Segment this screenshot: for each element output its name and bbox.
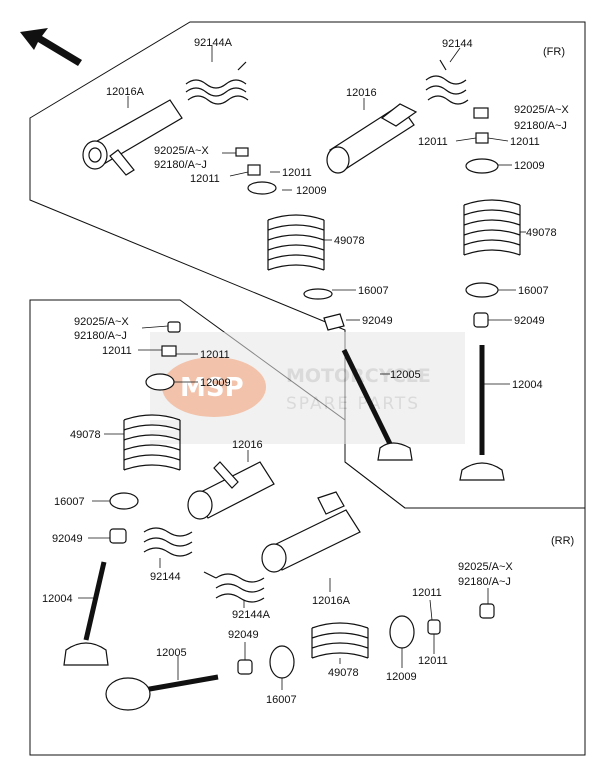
- label-fr-12009-right: 12009: [514, 160, 545, 172]
- leader-lines: [78, 45, 526, 690]
- rear-keeper-left: [161, 345, 177, 357]
- label-fr-92049-right: 92049: [514, 315, 545, 327]
- label-fr-12005: 12005: [390, 369, 421, 381]
- label-fr-92144: 92144: [442, 38, 473, 50]
- rear-seal-16007-left: [109, 492, 139, 510]
- watermark: MSP MOTORCYCLE SPARE PARTS: [150, 332, 465, 444]
- front-rocker-arm-12016: [326, 103, 418, 174]
- label-fr-92049-left: 92049: [362, 315, 393, 327]
- label-rr-12011-c: 12011: [412, 587, 442, 599]
- rear-shim-right: [479, 603, 495, 619]
- label-fr-12011-right-a: 12011: [418, 136, 448, 148]
- rear-retainer-12009-right: [389, 615, 415, 649]
- label-rr-16007-b: 16007: [266, 694, 297, 706]
- rear-rocker-arm-12016A: [261, 491, 361, 573]
- label-rr-92025-b: 92025/A~X: [458, 561, 513, 573]
- front-seal-92049-left: [323, 313, 345, 331]
- label-rr-12011-d: 12011: [418, 655, 448, 667]
- label-rr-12009-b: 12009: [386, 671, 417, 683]
- rear-spring-92144: [143, 527, 193, 557]
- front-rocker-arm-12016A: [82, 99, 183, 176]
- label-fr-12004: 12004: [512, 379, 543, 391]
- label-rr-12009: 12009: [200, 377, 231, 389]
- front-direction-arrow-icon: [20, 28, 82, 66]
- label-rr-12004: 12004: [42, 593, 73, 605]
- label-fr-92025-right: 92025/A~X: [514, 104, 569, 116]
- front-keeper-left: [247, 164, 261, 176]
- rear-valve-12005: [105, 674, 219, 711]
- label-rr-92180-b: 92180/A~J: [458, 576, 511, 588]
- front-keeper-right: [475, 132, 489, 144]
- label-rr-16007: 16007: [54, 496, 85, 508]
- front-seal-16007-left: [303, 288, 333, 300]
- label-fr-12011-left-a: 12011: [190, 173, 220, 185]
- rear-valve-spring-49078-left: [123, 414, 181, 471]
- front-spring-92144: [425, 59, 469, 105]
- rear-seal-16007-right: [269, 645, 295, 679]
- rear-retainer-12009-left: [145, 373, 175, 391]
- front-valve-12004: [459, 345, 505, 481]
- label-rr-92049-b: 92049: [228, 629, 259, 641]
- label-fr-49078-left: 49078: [334, 235, 365, 247]
- label-fr-12011-left-b: 12011: [282, 167, 312, 179]
- rear-valve-12004: [63, 561, 109, 666]
- rear-keeper-right: [427, 619, 441, 635]
- front-valve-12005: [341, 348, 413, 461]
- label-rr-92180: 92180/A~J: [74, 330, 127, 342]
- label-fr-92180-right: 92180/A~J: [514, 120, 567, 132]
- label-rr-92049: 92049: [52, 533, 83, 545]
- rear-rocker-arm-12016: [187, 461, 275, 520]
- label-fr-12011-right-b: 12011: [510, 136, 540, 148]
- label-rr-92144: 92144: [150, 571, 181, 583]
- front-valve-spring-49078-right: [463, 199, 521, 256]
- front-retainer-12009-right: [465, 158, 499, 174]
- label-rr-49078-b: 49078: [328, 667, 359, 679]
- front-label: (FR): [543, 46, 565, 58]
- label-rr-12016: 12016: [232, 439, 263, 451]
- label-rr-49078: 49078: [70, 429, 101, 441]
- rear-spring-92144A: [203, 571, 265, 603]
- label-fr-92144A: 92144A: [194, 37, 233, 49]
- rear-seal-92049-left: [109, 528, 127, 544]
- front-spring-92144A: [185, 61, 249, 105]
- label-fr-16007-left: 16007: [358, 285, 389, 297]
- label-rr-12011-b: 12011: [200, 349, 230, 361]
- label-rr-12011-a: 12011: [102, 345, 132, 357]
- rear-label: (RR): [551, 535, 574, 547]
- watermark-logo: MSP: [180, 373, 244, 403]
- front-seal-92049-right: [473, 312, 489, 328]
- label-fr-49078-right: 49078: [526, 227, 557, 239]
- rear-shim-left: [167, 321, 181, 333]
- front-shim-right: [473, 107, 489, 119]
- label-fr-12016A: 12016A: [106, 86, 145, 98]
- part-labels: 92144A 12016A 92025/A~X 92180/A~J 12011 …: [42, 37, 569, 706]
- rear-valve-spring-49078-right: [311, 622, 369, 659]
- front-retainer-12009-left: [247, 181, 277, 195]
- front-valve-spring-49078-left: [267, 214, 325, 271]
- label-fr-12016: 12016: [346, 87, 377, 99]
- front-shim-left: [235, 147, 249, 157]
- label-rr-92144A: 92144A: [232, 609, 271, 621]
- rear-seal-92049-right: [237, 659, 253, 675]
- watermark-line2: SPARE PARTS: [286, 394, 420, 414]
- label-rr-12016A: 12016A: [312, 595, 351, 607]
- label-fr-92180-left: 92180/A~J: [154, 159, 207, 171]
- label-rr-92025: 92025/A~X: [74, 316, 129, 328]
- front-seal-16007-right: [465, 282, 499, 298]
- label-fr-16007-right: 16007: [518, 285, 549, 297]
- label-fr-92025-left: 92025/A~X: [154, 145, 209, 157]
- label-fr-12009-left: 12009: [296, 185, 327, 197]
- label-rr-12005: 12005: [156, 647, 187, 659]
